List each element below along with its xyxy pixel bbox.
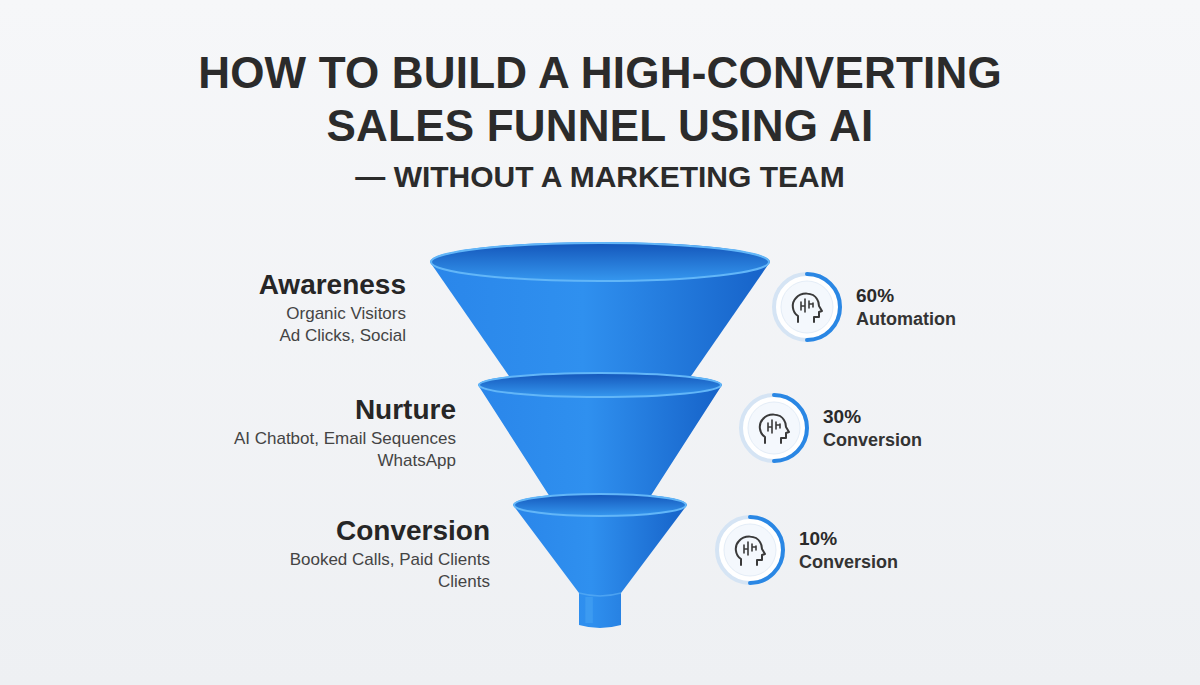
funnel-body xyxy=(478,372,722,502)
funnel-stage: NurtureAI Chatbot, Email Sequences Whats… xyxy=(478,372,722,512)
diagram-title: HOW TO BUILD A HIGH-CONVERTING SALES FUN… xyxy=(170,46,1030,152)
brain-icon xyxy=(744,542,756,555)
stage-detail: Booked Calls, Paid Clients Clients xyxy=(280,549,490,593)
stage-detail: AI Chatbot, Email Sequences WhatsApp xyxy=(221,428,456,472)
ring-inner xyxy=(748,402,800,454)
metric-name: Conversion xyxy=(799,551,898,573)
brain-icon xyxy=(801,299,813,312)
stage-detail: Organic Visitors Ad Clicks, Social xyxy=(266,303,406,347)
metric-circle xyxy=(739,393,809,463)
metric-value: 30% xyxy=(823,405,922,429)
funnel-stage: ConversionBooked Calls, Paid Clients Cli… xyxy=(513,493,687,633)
funnel-band xyxy=(513,493,687,633)
ring-track xyxy=(717,517,783,583)
brain-icon xyxy=(768,420,780,433)
funnel-mouth xyxy=(431,243,769,281)
funnel-spout-rim xyxy=(579,593,621,596)
funnel-mouth xyxy=(479,373,721,397)
ring-track xyxy=(741,395,807,461)
funnel-band xyxy=(478,372,722,512)
head-icon xyxy=(736,537,765,565)
ring-track xyxy=(774,274,840,340)
metric-label: 10%Conversion xyxy=(799,527,898,573)
stage-heading: Conversion xyxy=(280,515,490,547)
stage-heading: Awareness xyxy=(259,269,406,301)
metric-circle xyxy=(715,515,785,585)
metric-value: 10% xyxy=(799,527,898,551)
metric-badge: 60%Automation xyxy=(772,272,842,342)
head-icon xyxy=(793,294,822,322)
stage-label: NurtureAI Chatbot, Email Sequences Whats… xyxy=(221,394,456,472)
metric-name: Automation xyxy=(856,308,956,330)
stage-label: AwarenessOrganic Visitors Ad Clicks, Soc… xyxy=(259,269,406,347)
metric-label: 60%Automation xyxy=(856,284,956,330)
head-icon xyxy=(760,415,789,443)
metric-name: Conversion xyxy=(823,429,922,451)
funnel-body xyxy=(430,242,770,397)
metric-badge: 30%Conversion xyxy=(739,393,809,463)
metric-circle xyxy=(772,272,842,342)
ring-inner xyxy=(724,524,776,576)
funnel-mouth xyxy=(514,494,686,516)
ring-inner xyxy=(781,281,833,333)
metric-label: 30%Conversion xyxy=(823,405,922,451)
diagram-subtitle: — WITHOUT A MARKETING TEAM xyxy=(200,159,1000,195)
metric-value: 60% xyxy=(856,284,956,308)
spout-highlight xyxy=(585,597,593,623)
funnel-body xyxy=(513,493,687,628)
metric-badge: 10%Conversion xyxy=(715,515,785,585)
stage-heading: Nurture xyxy=(221,394,456,426)
stage-label: ConversionBooked Calls, Paid Clients Cli… xyxy=(280,515,490,593)
